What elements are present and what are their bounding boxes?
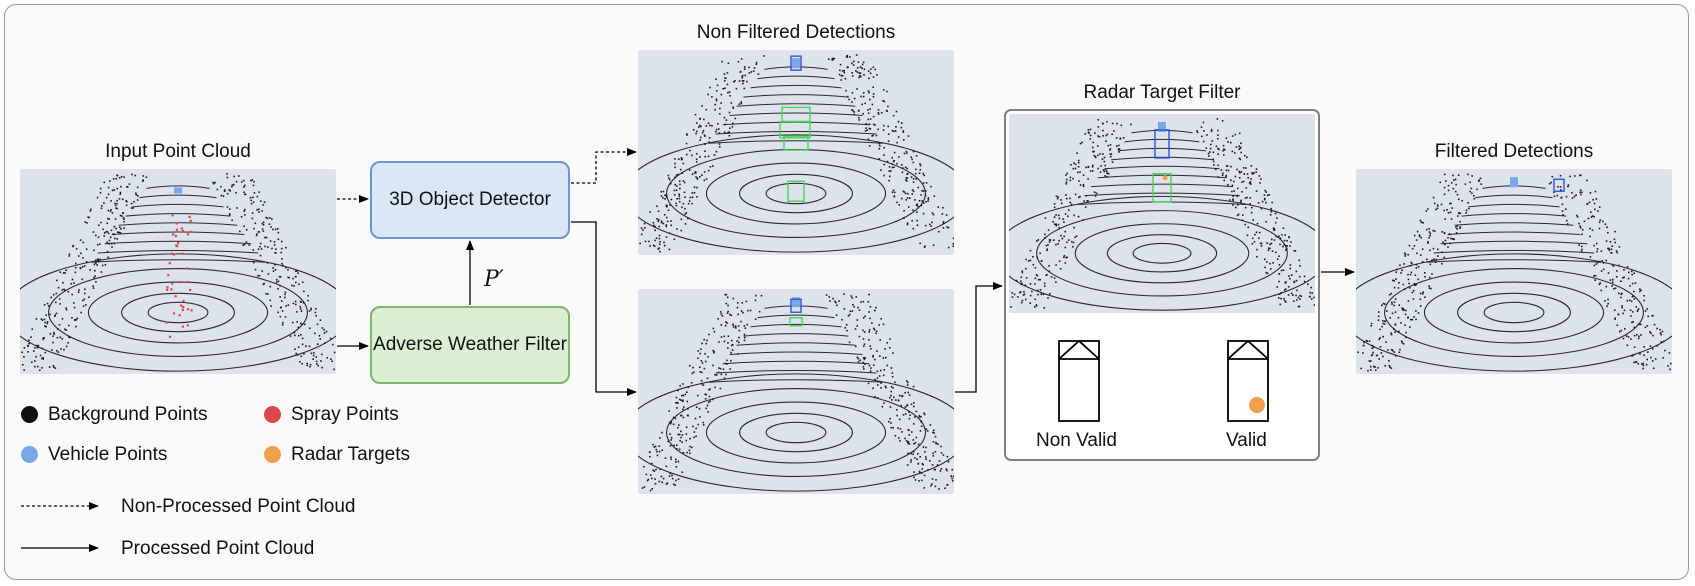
radar-filter-title: Radar Target Filter: [1083, 82, 1241, 103]
pprime-label: P′: [484, 267, 504, 292]
arrow-processed-to-radar: [955, 282, 1003, 393]
spray-points-swatch: [264, 406, 281, 423]
vehicle-points-swatch: [21, 446, 38, 463]
arrow-detector-to-non-filtered: [571, 148, 637, 184]
radar-targets-label: Radar Targets: [291, 444, 410, 465]
background-points-swatch: [21, 406, 38, 423]
arrow-detector-to-processed: [571, 221, 637, 396]
radar-targets-swatch: [264, 446, 281, 463]
input-point-cloud: [20, 169, 336, 374]
spray-points-label: Spray Points: [291, 404, 399, 425]
radar-point-cloud: [1009, 114, 1315, 313]
non-valid-label: Non Valid: [1036, 430, 1117, 451]
filtered-title: Filtered Detections: [1434, 141, 1594, 162]
non-processed-legend-label: Non-Processed Point Cloud: [121, 496, 356, 517]
vehicle-points-label: Vehicle Points: [48, 444, 168, 465]
radar-target-marker: [1249, 397, 1265, 413]
filtered-point-cloud: [1356, 169, 1672, 374]
non-filtered-point-cloud: [638, 50, 954, 255]
object-detector-block: 3D Object Detector: [370, 161, 570, 239]
non-valid-vehicle-icon: [1058, 339, 1100, 422]
background-points-label: Background Points: [48, 404, 208, 425]
processed-legend-label: Processed Point Cloud: [121, 538, 315, 559]
weather-filter-label: Adverse Weather Filter: [373, 334, 567, 356]
valid-vehicle-icon: [1227, 339, 1269, 422]
processed-point-cloud: [638, 289, 954, 494]
valid-label: Valid: [1226, 430, 1267, 451]
object-detector-label: 3D Object Detector: [389, 189, 551, 211]
non-filtered-title: Non Filtered Detections: [696, 22, 896, 43]
input-title: Input Point Cloud: [105, 141, 251, 162]
weather-filter-block: Adverse Weather Filter: [370, 306, 570, 384]
